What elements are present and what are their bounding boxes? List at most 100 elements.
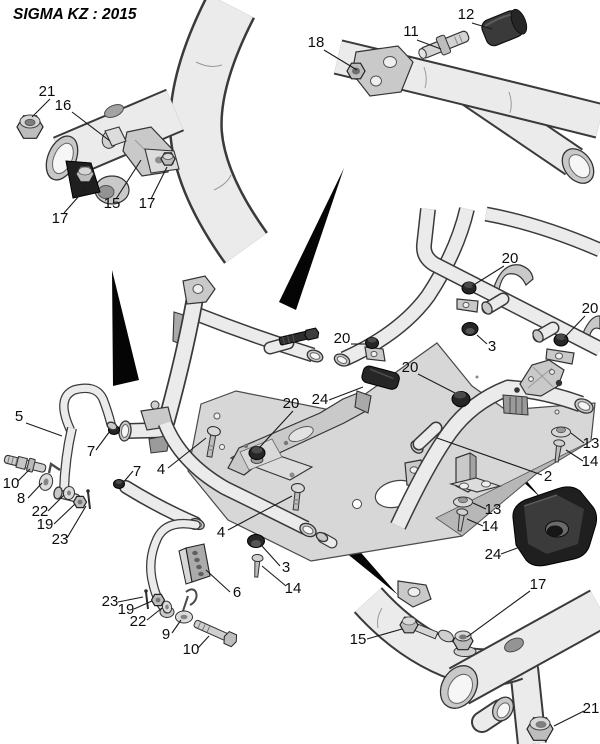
callout-24-b: 24 bbox=[485, 546, 502, 563]
nut-part-21-bottom bbox=[526, 716, 554, 741]
callout-14-a: 14 bbox=[582, 453, 599, 470]
steering-tube-detail bbox=[333, 8, 600, 184]
callout-3-b: 3 bbox=[282, 559, 290, 576]
washer-part-22 bbox=[62, 486, 76, 500]
callout-4-b: 4 bbox=[217, 524, 225, 541]
washer-part-13 bbox=[551, 426, 571, 438]
bolt-fitting bbox=[278, 327, 320, 346]
nut-part-19 bbox=[150, 593, 166, 607]
callout-21-b: 21 bbox=[583, 700, 600, 717]
callout-24-a: 24 bbox=[312, 391, 329, 408]
washer-part-8 bbox=[38, 473, 54, 491]
nut-part-17 bbox=[452, 630, 477, 657]
tube-open-end bbox=[492, 696, 514, 722]
callout-2: 2 bbox=[544, 468, 552, 485]
nut-part-21-top bbox=[16, 114, 44, 139]
tube-slot-hole bbox=[504, 637, 524, 653]
callout-16: 16 bbox=[55, 97, 72, 114]
steering-clamp-assembly bbox=[65, 126, 180, 205]
callout-22-b: 22 bbox=[130, 613, 147, 630]
nut-part-19 bbox=[72, 495, 88, 509]
callout-21-a: 21 bbox=[39, 83, 56, 100]
callout-4-a: 4 bbox=[157, 461, 165, 478]
screw-part-4 bbox=[206, 426, 221, 458]
callout-20-b: 20 bbox=[582, 300, 599, 317]
bearing-flange-bracket bbox=[514, 359, 565, 397]
cap-part-12 bbox=[481, 8, 528, 47]
callout-15-b: 15 bbox=[350, 631, 367, 648]
page-title: SIGMA KZ : 2015 bbox=[13, 6, 137, 23]
callout-17-c: 17 bbox=[530, 576, 547, 593]
pin-part-11 bbox=[418, 30, 470, 59]
callout-18: 18 bbox=[308, 34, 325, 51]
callout-14-b: 14 bbox=[482, 518, 499, 535]
callout-11: 11 bbox=[403, 23, 419, 40]
rubber-sleeve-part-24 bbox=[361, 365, 400, 390]
pedal-pad-part-6 bbox=[178, 543, 211, 585]
grommet-part-20 bbox=[461, 281, 477, 295]
callout-3-a: 3 bbox=[488, 338, 496, 355]
pin-part-23 bbox=[144, 589, 149, 610]
pointer-wedge bbox=[112, 270, 139, 386]
washer-part-9 bbox=[175, 610, 193, 624]
seat-support-bracket bbox=[227, 390, 372, 481]
protection-part-24 bbox=[512, 486, 598, 567]
callout-9: 9 bbox=[162, 626, 170, 643]
rod-part-10 bbox=[3, 454, 47, 473]
callout-13-b: 13 bbox=[485, 501, 502, 518]
tube-open-end bbox=[439, 665, 479, 709]
bolt-part-15 bbox=[399, 616, 454, 643]
callout-8: 8 bbox=[17, 490, 25, 507]
pointer-wedge bbox=[279, 168, 344, 310]
callout-12: 12 bbox=[458, 6, 475, 23]
callout-20-a: 20 bbox=[502, 250, 519, 267]
washer-part-13 bbox=[453, 496, 473, 508]
callout-17-b: 17 bbox=[139, 195, 156, 212]
grommet-part-20 bbox=[451, 391, 471, 408]
callout-23-a: 23 bbox=[52, 531, 69, 548]
floor-pan-flap bbox=[435, 440, 592, 537]
callout-19-b: 19 bbox=[118, 601, 135, 618]
screw-part-14 bbox=[456, 508, 469, 532]
grommet-part-3 bbox=[461, 322, 479, 336]
callout-10-a: 10 bbox=[3, 475, 20, 492]
arch-bracket bbox=[582, 315, 600, 340]
callout-5: 5 bbox=[15, 408, 23, 425]
screw-part-14 bbox=[553, 439, 566, 463]
tube-open-end bbox=[561, 148, 595, 184]
bolt-part-10 bbox=[193, 619, 238, 648]
grommet-part-3 bbox=[247, 534, 265, 548]
callout-15-a: 15 bbox=[104, 195, 121, 212]
callout-17-a: 17 bbox=[52, 210, 69, 227]
callout-20-c: 20 bbox=[402, 359, 419, 376]
gear-lever-assembly bbox=[3, 383, 118, 510]
screw-part-4 bbox=[290, 482, 305, 511]
grommet-part-20 bbox=[248, 446, 266, 464]
callout-20-d: 20 bbox=[334, 330, 351, 347]
grommet-part-7 bbox=[113, 479, 125, 489]
callout-7-a: 7 bbox=[87, 443, 95, 460]
callout-7-b: 7 bbox=[133, 463, 141, 480]
callout-10-b: 10 bbox=[183, 641, 200, 658]
grommet-part-20 bbox=[365, 337, 379, 349]
callout-20-e: 20 bbox=[283, 395, 300, 412]
callout-6: 6 bbox=[233, 584, 241, 601]
callout-22-a: 22 bbox=[32, 503, 49, 520]
callout-13-a: 13 bbox=[583, 435, 600, 452]
front-waist-detail bbox=[16, 0, 269, 264]
callout-23-b: 23 bbox=[102, 593, 119, 610]
washer-part-22 bbox=[161, 600, 173, 614]
clamp-block bbox=[502, 394, 529, 416]
callout-14-c: 14 bbox=[285, 580, 302, 597]
pin-part-23 bbox=[86, 489, 91, 510]
arch-bracket bbox=[491, 264, 534, 298]
leader-lines bbox=[17, 22, 586, 727]
pedal-assembly bbox=[144, 518, 238, 648]
callout-19-a: 19 bbox=[37, 516, 54, 533]
channel-bracket bbox=[448, 452, 502, 493]
screw-part-14 bbox=[251, 554, 264, 578]
tube-slot-hole bbox=[104, 104, 124, 118]
callout-labels: 21 16 17 15 17 18 11 12 20 20 3 20 20 24… bbox=[3, 6, 600, 717]
